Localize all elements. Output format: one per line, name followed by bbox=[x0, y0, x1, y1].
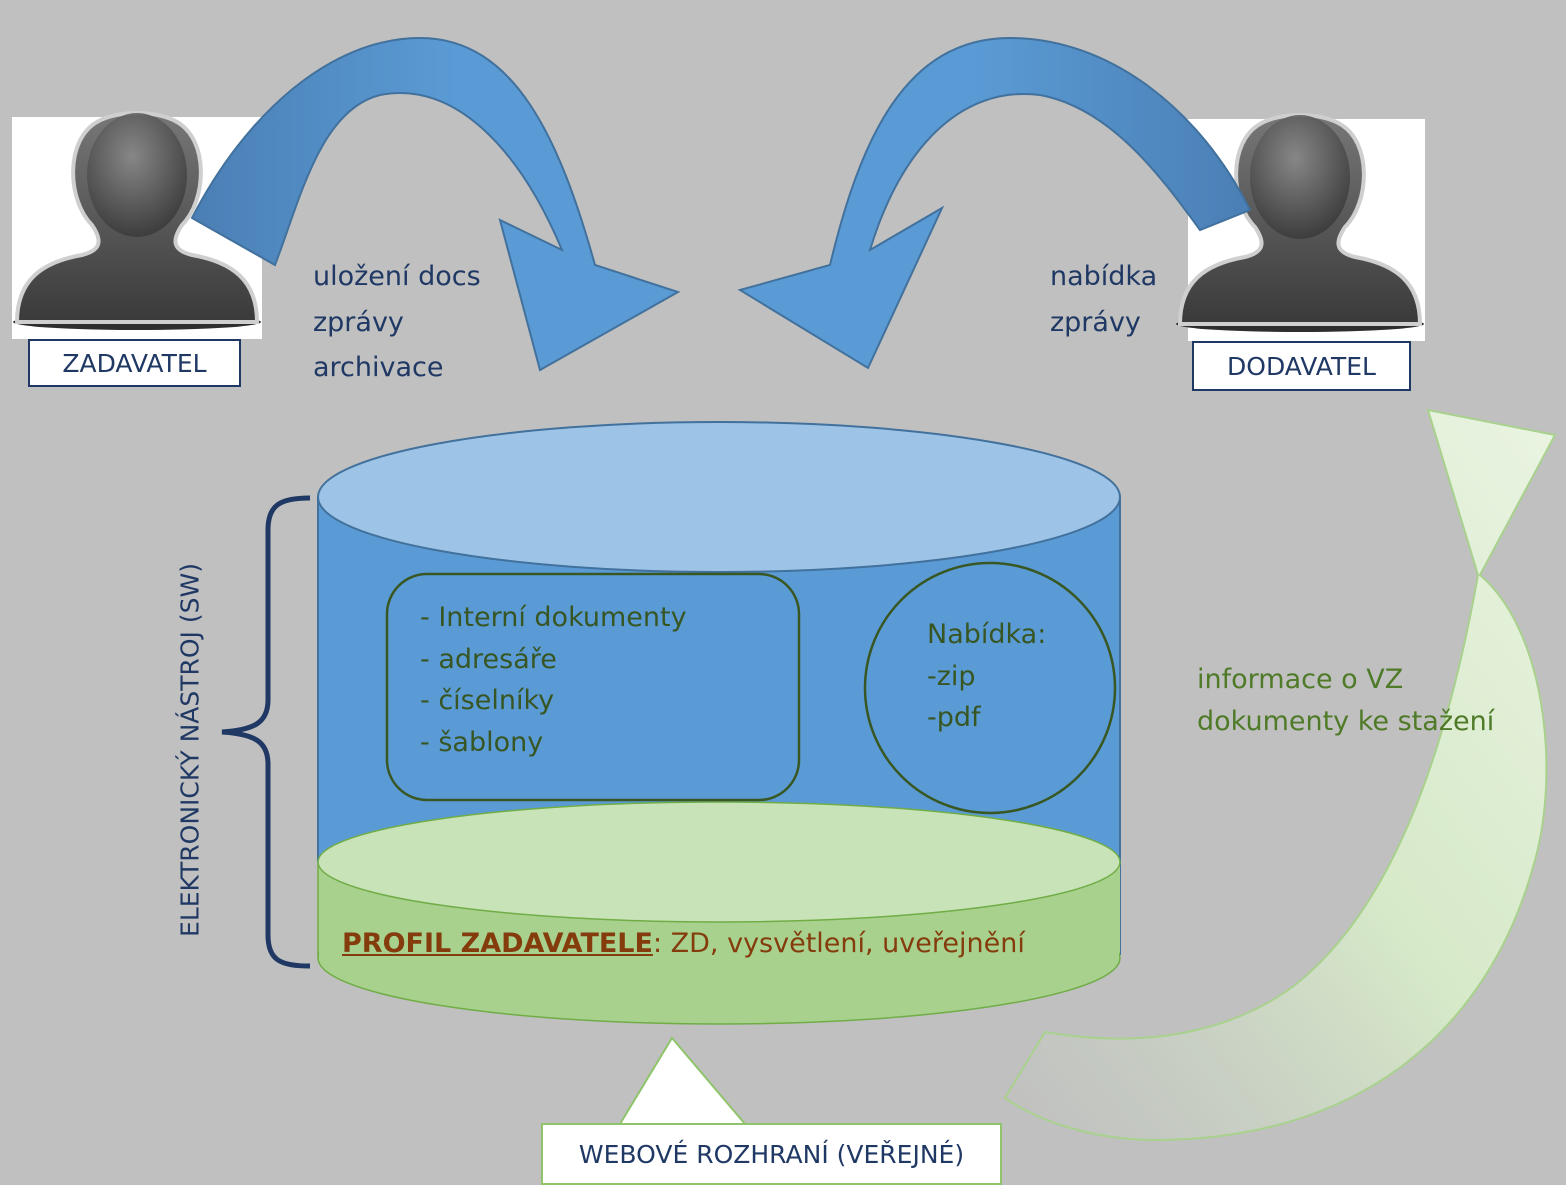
internal-item: - Interní dokumenty bbox=[420, 602, 687, 633]
profile-key: PROFIL ZADAVATELE bbox=[342, 928, 653, 959]
curved-arrow-icon bbox=[1003, 408, 1557, 1142]
electronic-tool-label: ELEKTRONICKÝ NÁSTROJ (SW) bbox=[175, 563, 205, 937]
flow-text-messages: zprávy bbox=[313, 307, 404, 338]
profile-rest: : ZD, vysvětlení, uveřejnění bbox=[652, 928, 1025, 959]
offer-title: Nabídka: bbox=[927, 619, 1047, 650]
curved-arrow-icon bbox=[190, 36, 681, 372]
flow-text-upload: uložení docs bbox=[313, 261, 481, 292]
offer-item: -zip bbox=[927, 661, 976, 692]
web-callout-pointer bbox=[619, 1036, 746, 1125]
flow-text-messages-supplier: zprávy bbox=[1050, 307, 1141, 338]
web-interface-label: WEBOVÉ ROZHRANÍ (VEŘEJNÉ) bbox=[541, 1123, 1002, 1185]
internal-item: - adresáře bbox=[420, 644, 557, 675]
curved-arrow-icon bbox=[737, 36, 1252, 370]
internal-item: - šablony bbox=[420, 727, 544, 758]
person-icon bbox=[13, 111, 261, 330]
offer-item: -pdf bbox=[927, 702, 981, 733]
bracket-icon bbox=[221, 495, 311, 969]
internal-item: - číselníky bbox=[420, 685, 555, 716]
flow-text-offer: nabídka bbox=[1050, 261, 1158, 292]
offer-circle bbox=[863, 561, 1117, 815]
person-icon bbox=[1176, 113, 1424, 332]
internal-docs-box bbox=[385, 572, 801, 802]
zadavatel-label: ZADAVATEL bbox=[28, 339, 241, 387]
flow-text-archive: archivace bbox=[313, 352, 444, 383]
public-docs-text: dokumenty ke stažení bbox=[1197, 706, 1495, 737]
dodavatel-label: DODAVATEL bbox=[1192, 341, 1411, 391]
profile-layer bbox=[317, 801, 1121, 1025]
public-info-text: informace o VZ bbox=[1197, 664, 1404, 695]
profile-text: PROFIL ZADAVATELE: ZD, vysvětlení, uveře… bbox=[342, 928, 1025, 959]
